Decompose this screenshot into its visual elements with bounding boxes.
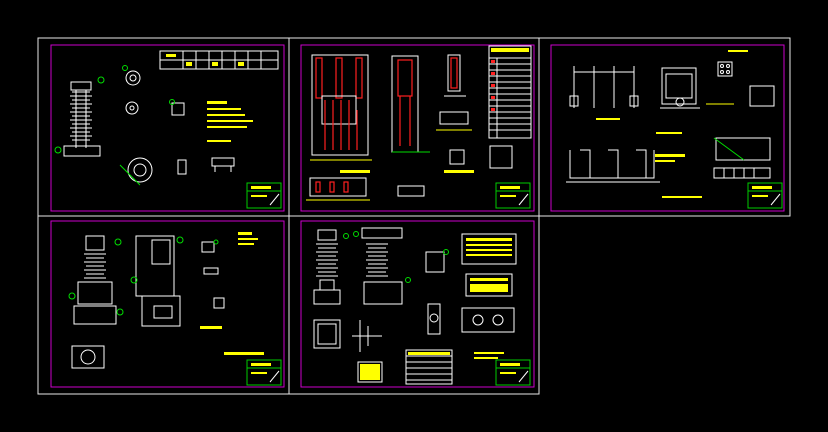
- component-table: [488, 45, 532, 139]
- data-tables: [357, 349, 504, 385]
- sheet-3-border: [550, 44, 785, 212]
- sheet-3-title-text: [728, 50, 748, 52]
- parameter-table: [159, 50, 279, 70]
- sheet-4-border: [50, 220, 285, 388]
- switchgear-side-view: [391, 55, 430, 153]
- sheet-4-title-block: [246, 359, 282, 386]
- insulator-column-left: [313, 229, 349, 305]
- insulator-column-drawing: [54, 76, 105, 157]
- sheet-1-title-block: [246, 182, 282, 209]
- base-plan: [313, 249, 449, 352]
- sheet-2-frame: [288, 37, 540, 217]
- nameplates: [461, 233, 517, 333]
- sheet-1-border: [50, 44, 285, 212]
- sheet-3: [538, 37, 791, 217]
- sheet-5-title-block: [495, 359, 531, 386]
- sheet-2: [288, 37, 540, 217]
- foundation-details: [306, 145, 513, 201]
- sheet-1: [37, 37, 290, 217]
- sheet-4-frame: [37, 215, 290, 395]
- bushing-assembly: [68, 235, 124, 369]
- bushing-details: [200, 232, 264, 355]
- notes-block: [207, 101, 253, 142]
- switchgear-front-view: [310, 54, 372, 161]
- support-section: [566, 132, 771, 198]
- sheet-3-title-block: [747, 182, 783, 209]
- bushing-side-view: [130, 235, 184, 327]
- sheet-2-border: [300, 44, 535, 212]
- gantry-elevation: [569, 66, 639, 120]
- sheet-4: [37, 215, 290, 395]
- sheet-5-border: [300, 220, 535, 388]
- sheet-3-frame: [538, 37, 791, 217]
- sheet-5: [288, 215, 540, 395]
- disconnector-detail: [436, 54, 472, 131]
- sheet-2-title-block: [495, 182, 531, 209]
- gantry-plan: [660, 61, 775, 109]
- insulator-column-right: [353, 227, 411, 305]
- sheet-5-frame: [288, 215, 540, 395]
- fitting-details: [119, 65, 235, 186]
